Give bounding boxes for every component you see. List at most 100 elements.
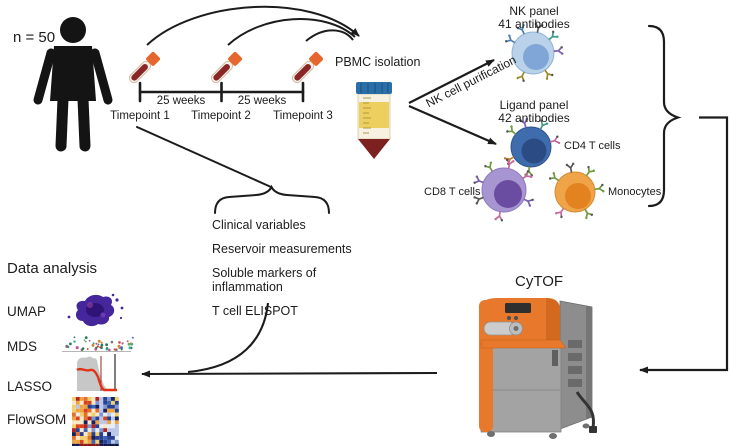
flowsom-cell (91, 428, 96, 433)
flowsom-cell (103, 400, 108, 405)
flowsom-cell (95, 416, 100, 421)
flowsom-cell (87, 408, 92, 413)
flowsom-cell (75, 400, 80, 405)
flowsom-cell (111, 408, 115, 413)
flowsom-cell (95, 397, 100, 401)
flowsom-cell (114, 408, 119, 413)
measurement-item: Clinical variables (212, 218, 306, 232)
measurements-brace (214, 184, 330, 214)
mds-dot (84, 336, 88, 339)
nk-panel-title: NK panel (509, 4, 559, 18)
antibody-icon (516, 24, 525, 35)
flowsom-cell (72, 443, 76, 446)
blood-tube-icon-1 (128, 51, 161, 84)
flowsom-cell (91, 436, 96, 440)
method-label-mds: MDS (7, 339, 37, 354)
flowsom-cell (107, 432, 111, 436)
mds-dot (95, 346, 98, 349)
flowsom-cell (83, 420, 88, 425)
flowsom-cell (95, 439, 100, 444)
mds-dot (126, 340, 129, 343)
flowsom-cell (72, 436, 76, 440)
mds-dot (100, 341, 103, 344)
flowsom-cell (83, 443, 88, 446)
flowsom-cell (72, 432, 76, 436)
flowsom-cell (87, 424, 92, 429)
flowsom-cell (83, 436, 88, 440)
mds-dot (88, 339, 91, 342)
mds-dot (99, 346, 101, 348)
flowsom-cell (99, 420, 104, 425)
flowsom-cell (114, 412, 119, 417)
sample-arrow-arc-2 (227, 18, 356, 46)
flowsom-cell (79, 416, 84, 421)
flowsom-cell (103, 397, 108, 401)
flowsom-cell (99, 397, 104, 401)
ligand-panel-arrow (408, 104, 497, 146)
pbmc-tube-icon (356, 82, 392, 159)
flowsom-cell (79, 400, 84, 405)
flowsom-cell (103, 416, 108, 421)
timeline-axis (138, 81, 305, 103)
flowsom-cell (79, 443, 84, 446)
flowsom-cell (91, 400, 96, 405)
antibody-icon (516, 71, 525, 82)
monocytes-label: Monocytes (608, 186, 662, 198)
flowsom-cell (75, 428, 80, 433)
flowsom-cell (99, 424, 104, 429)
measurement-item: Soluble markers of inflammation (212, 266, 317, 294)
flowsom-cell (79, 397, 84, 401)
flowsom-cell (72, 428, 76, 433)
flowsom-cell (91, 443, 96, 446)
flowsom-cell (111, 420, 115, 425)
flowsom-cell (75, 404, 80, 409)
flowsom-cell (91, 439, 96, 444)
antibody-icon (473, 196, 484, 205)
cd8-t-cells-label: CD8 T cells (424, 186, 481, 198)
flowsom-cell (103, 404, 108, 409)
monocyte-icon (554, 171, 596, 213)
antibody-icon (523, 198, 534, 207)
flowsom-cell (83, 428, 88, 433)
antibody-icon (506, 125, 517, 135)
flowsom-heatmap-thumbnail (72, 397, 119, 446)
antibody-icon (494, 211, 504, 222)
flowsom-cell (75, 424, 80, 429)
flowsom-cell (79, 428, 84, 433)
mds-dot (115, 348, 118, 352)
flowsom-cell (83, 397, 88, 401)
antibody-icon (539, 119, 549, 130)
flowsom-cell (87, 436, 92, 440)
mds-dot (131, 336, 134, 339)
flowsom-cell (103, 432, 108, 436)
flowsom-cell (114, 424, 119, 429)
lasso-plot-thumbnail (76, 354, 117, 392)
measurements-to-analysis-curve (187, 302, 270, 374)
flowsom-cell (114, 436, 119, 440)
flowsom-cell (83, 424, 88, 429)
cd8-t-cell-icon (481, 167, 527, 213)
mds-dot (69, 342, 72, 346)
flowsom-cell (111, 416, 115, 421)
flowsom-cell (99, 439, 104, 444)
flowsom-cell (107, 424, 111, 429)
flowsom-cell (114, 416, 119, 421)
method-label-umap: UMAP (7, 304, 47, 319)
flowsom-cell (99, 404, 104, 409)
timepoint-1-label: Timepoint 1 (110, 110, 170, 122)
mds-dot (117, 344, 121, 348)
mds-dot (97, 339, 101, 343)
mds-dot (92, 342, 95, 345)
mds-dot (108, 348, 111, 352)
sample-arrow-arc-1 (146, 5, 360, 46)
flowsom-cell (91, 397, 96, 401)
flowsom-cell (103, 424, 108, 429)
antibody-icon (544, 69, 554, 80)
flowsom-cell (107, 416, 111, 421)
flowsom-cell (83, 408, 88, 413)
flowsom-cell (107, 428, 111, 433)
flowsom-cell (72, 408, 76, 413)
flowsom-cell (111, 400, 115, 405)
flowsom-cell (95, 428, 100, 433)
